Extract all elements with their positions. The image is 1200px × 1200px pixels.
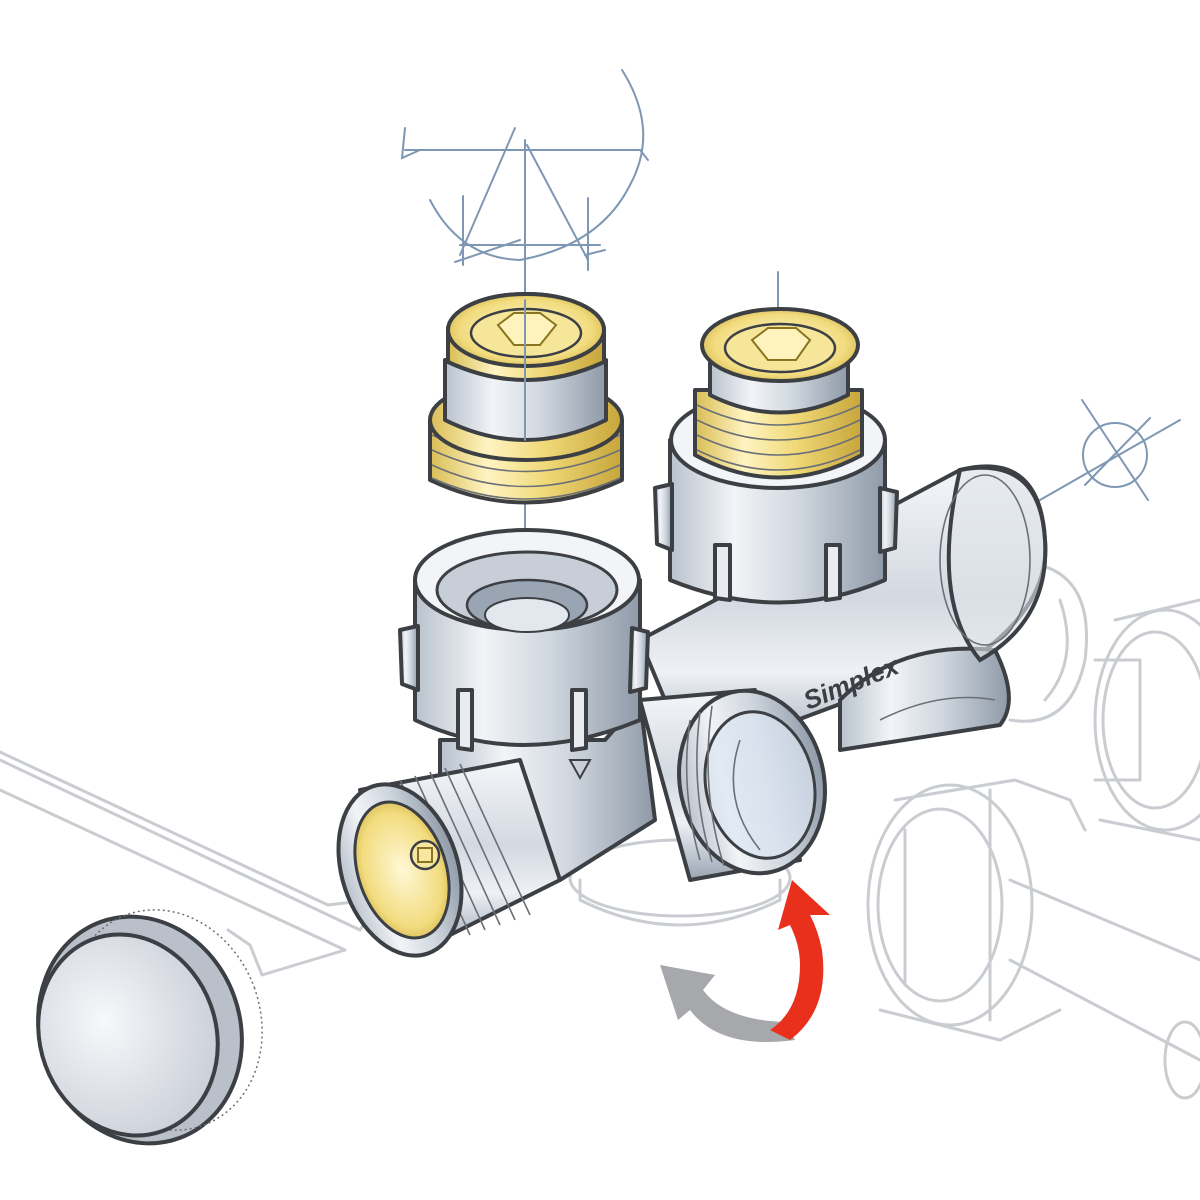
left-union-nut — [398, 528, 650, 781]
elbow-ghost-right — [1008, 563, 1089, 723]
brass-adapter-installed — [693, 307, 864, 480]
radiator-fitting-ghost-right — [1093, 598, 1200, 842]
curved-arrow-up-icon — [770, 880, 830, 1040]
dust-cap — [36, 909, 263, 1146]
brass-adapter-removed — [428, 292, 624, 505]
outlet-threads — [685, 705, 725, 867]
curved-arrow-left-icon — [660, 965, 795, 1042]
hex-socket-icon — [496, 312, 558, 346]
hex-socket-icon — [750, 327, 812, 361]
right-adapter-threads — [696, 404, 861, 471]
radiator-fitting-ghost-bottom — [866, 778, 1200, 1100]
hex-socket-icon — [409, 839, 441, 871]
valve-body: Simplex — [336, 464, 1048, 958]
